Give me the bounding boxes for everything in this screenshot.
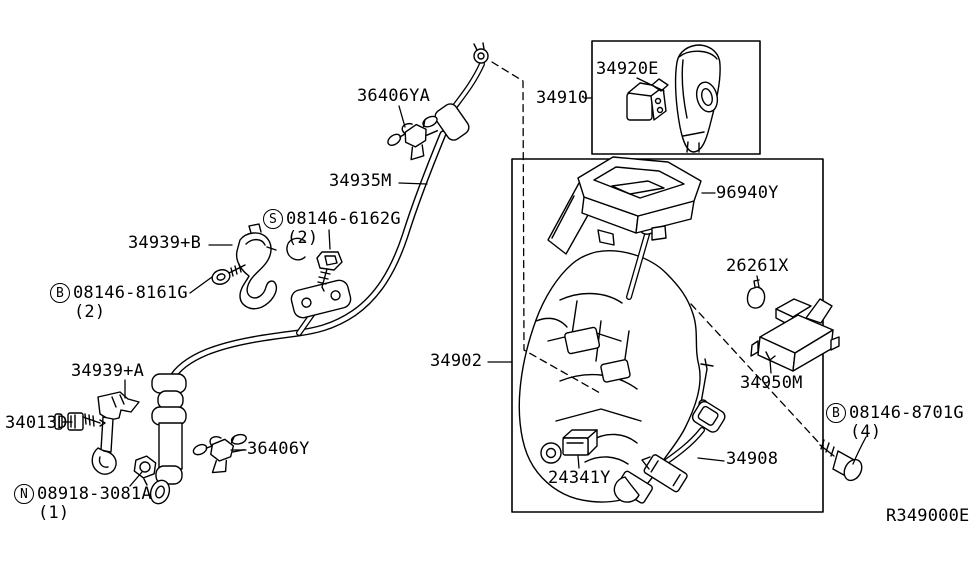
shift-indicator-art bbox=[547, 156, 702, 255]
dashed-link-bolts bbox=[690, 303, 821, 445]
dashed-link-cable bbox=[491, 61, 601, 394]
part-label-08918-3081a: N 08918-3081A (1) bbox=[14, 484, 152, 523]
part-qty: (4) bbox=[850, 422, 882, 442]
circled-letter-s: S bbox=[263, 209, 283, 229]
part-label-08146-6162g: S 08146-6162G (2) bbox=[263, 209, 401, 248]
part-number: 08146-8701G bbox=[849, 402, 964, 423]
relay-art bbox=[562, 429, 598, 456]
screw-34013d-art bbox=[54, 412, 106, 431]
knob-button-art bbox=[626, 78, 669, 121]
part-label-34935m: 34935M bbox=[329, 171, 392, 191]
screw-6162g-art bbox=[316, 251, 343, 292]
part-qty: (2) bbox=[74, 302, 106, 322]
diagram-ref-code: R349000E bbox=[886, 506, 970, 526]
nut-art bbox=[133, 455, 157, 486]
circled-letter-n: N bbox=[14, 484, 34, 504]
part-qty: (2) bbox=[287, 228, 319, 248]
part-label-34939a: 34939+A bbox=[71, 361, 145, 381]
circled-letter-b: B bbox=[50, 283, 70, 303]
bolt-8161g-art bbox=[211, 263, 246, 285]
part-label-34939b: 34939+B bbox=[128, 233, 202, 253]
bracket-b-art bbox=[235, 223, 278, 310]
part-label-34910: 34910 bbox=[536, 88, 589, 108]
bracket-a-art bbox=[91, 391, 140, 475]
part-number: 08146-6162G bbox=[286, 208, 401, 229]
part-label-34902: 34902 bbox=[430, 351, 483, 371]
circled-letter-b: B bbox=[826, 403, 846, 423]
part-qty: (1) bbox=[38, 503, 70, 523]
bulb-art bbox=[746, 279, 766, 309]
part-label-36406y: 36406Y bbox=[247, 439, 310, 459]
part-label-96940y: 96940Y bbox=[716, 183, 779, 203]
part-number: 08918-3081A bbox=[37, 483, 152, 504]
part-label-26261x: 26261X bbox=[726, 256, 789, 276]
part-label-08146-8161g: B 08146-8161G (2) bbox=[50, 283, 188, 322]
harness-art bbox=[613, 358, 726, 504]
part-label-36406ya: 36406YA bbox=[357, 86, 431, 106]
part-number: 08146-8161G bbox=[73, 282, 188, 303]
part-label-34920e: 34920E bbox=[596, 59, 659, 79]
leader-lines bbox=[62, 77, 867, 487]
part-label-24341y: 24341Y bbox=[548, 468, 611, 488]
part-label-08146-8701g: B 08146-8701G (4) bbox=[826, 403, 964, 442]
bolt-8701g-art bbox=[819, 439, 863, 482]
control-cable-art bbox=[149, 42, 489, 505]
part-label-34013d: 34013D bbox=[5, 413, 68, 433]
part-label-34908: 34908 bbox=[726, 449, 779, 469]
shift-knob-art bbox=[674, 44, 721, 153]
cable-grommet-art bbox=[286, 237, 352, 336]
part-label-34950m: 34950M bbox=[740, 373, 803, 393]
lower-cable-clip-art bbox=[189, 428, 249, 476]
control-bracket-art bbox=[750, 298, 840, 372]
